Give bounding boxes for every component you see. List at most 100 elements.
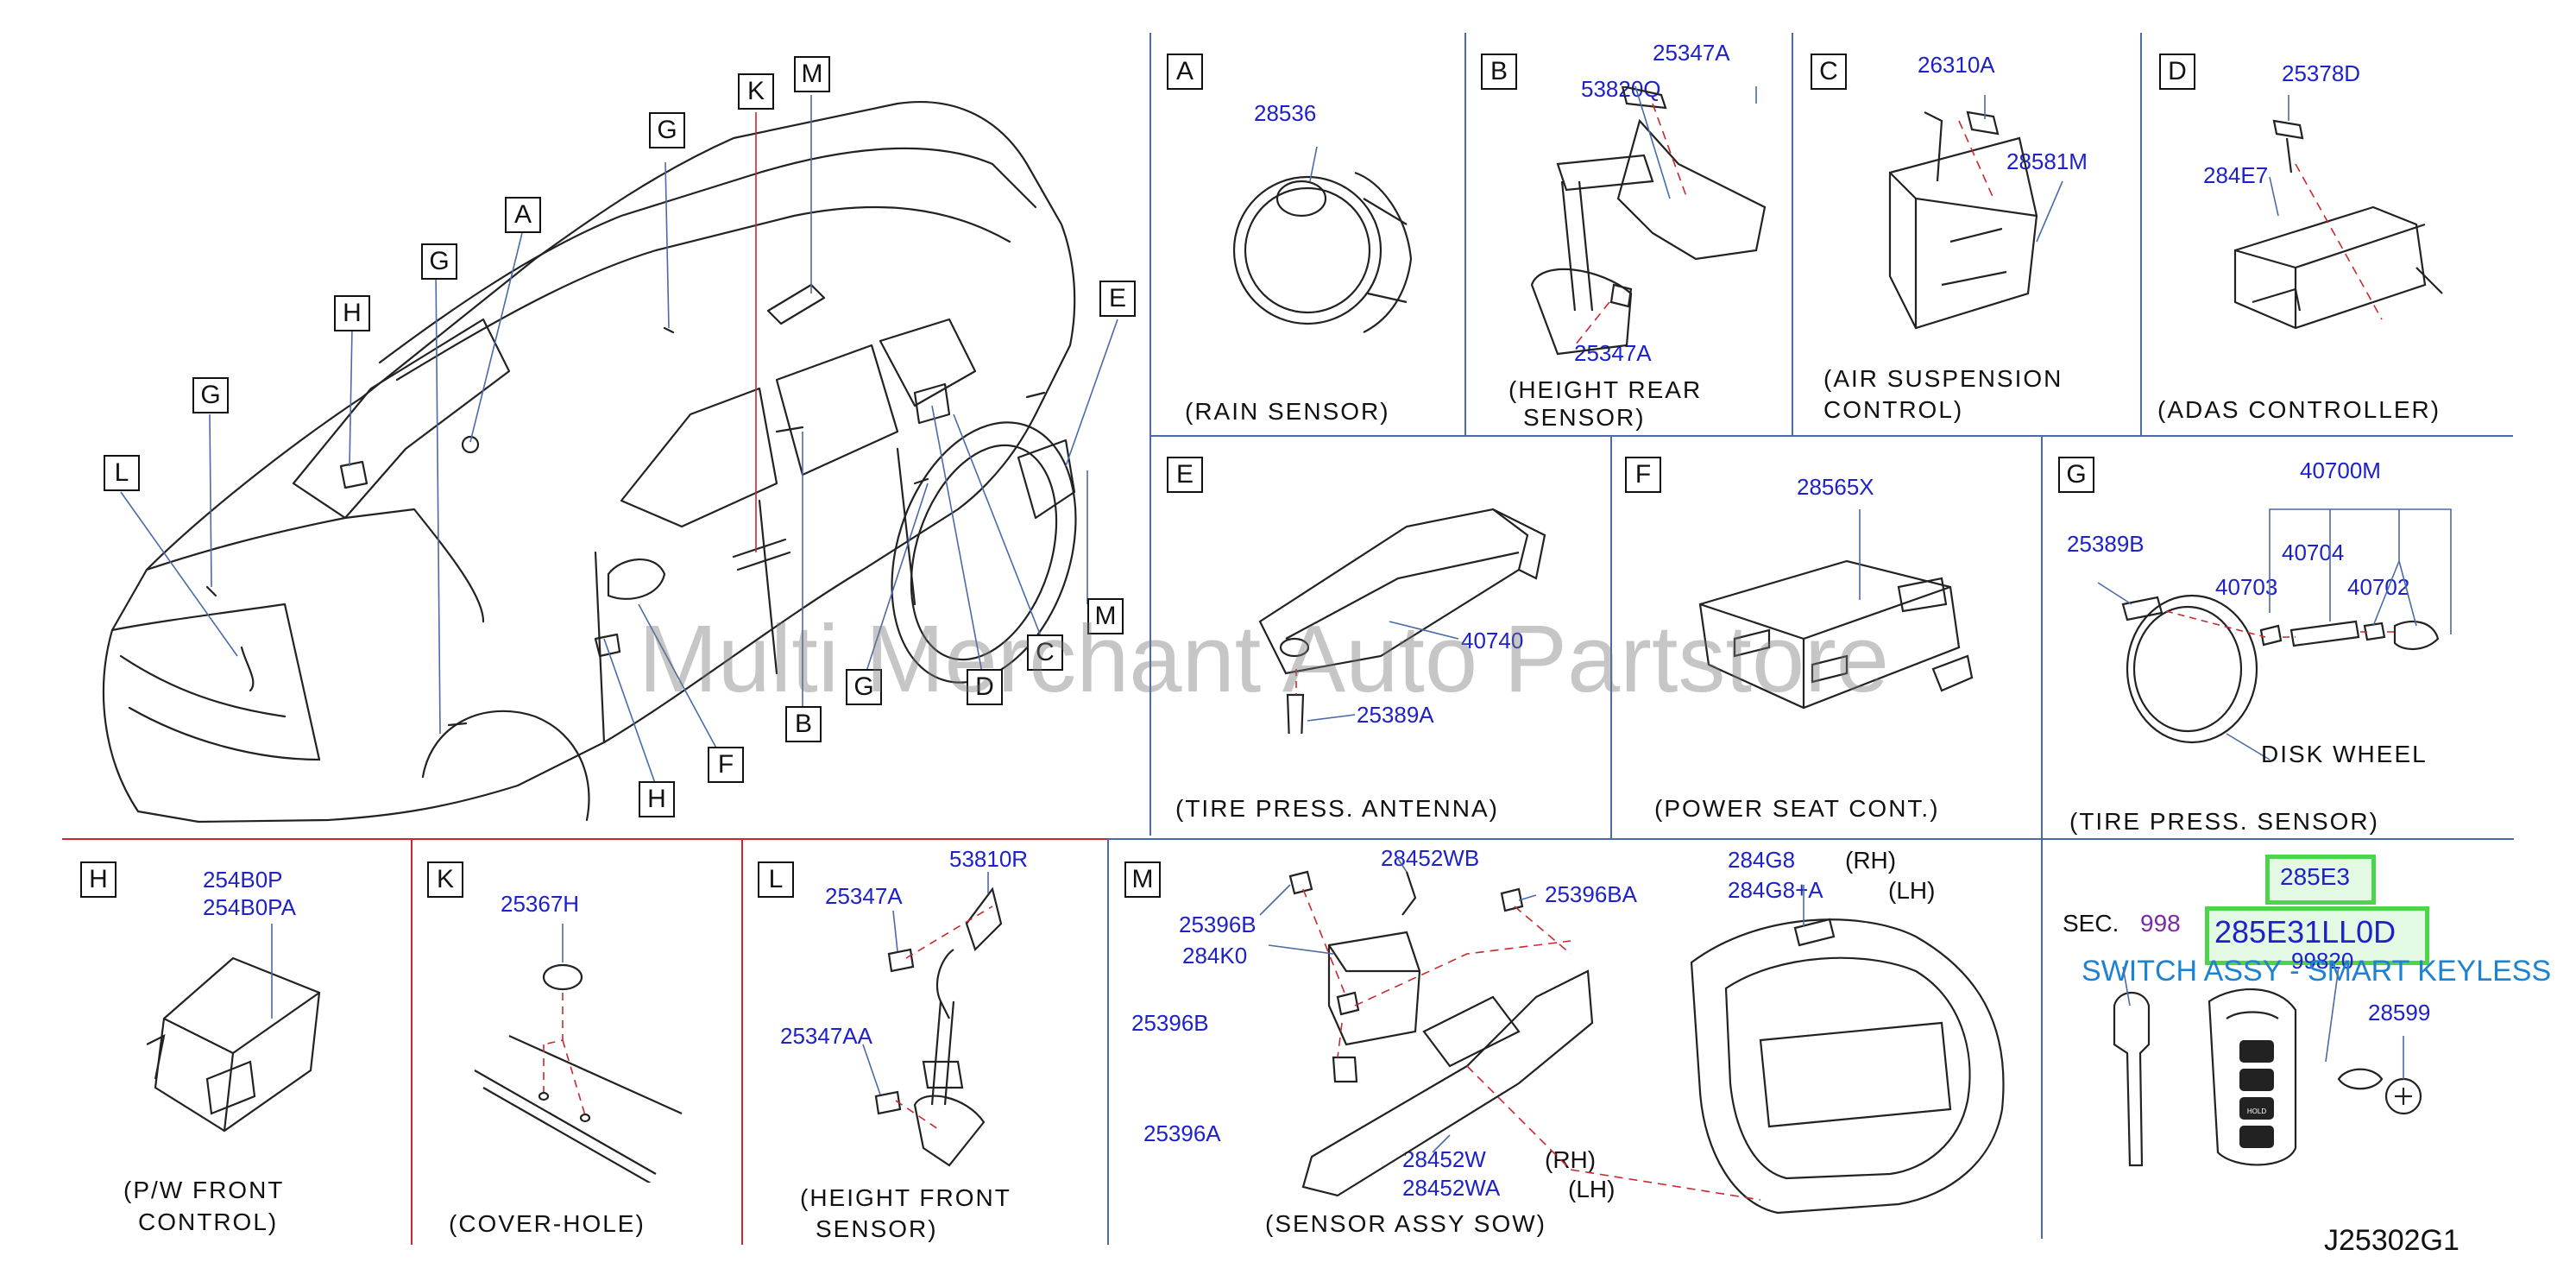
hold-button-label: HOLD: [2247, 1107, 2266, 1115]
part-number[interactable]: 254B0P: [203, 867, 283, 893]
panel-letter: E: [1167, 457, 1203, 493]
part-number[interactable]: 40700M: [2300, 458, 2381, 483]
part-number[interactable]: 285E3: [2280, 863, 2350, 890]
panel-letter: K: [427, 861, 463, 898]
part-tooltip: SWITCH ASSY - SMART KEYLESS: [2082, 955, 2552, 988]
part-number[interactable]: 25367H: [501, 891, 580, 917]
part-number[interactable]: 284E7: [2203, 162, 2269, 188]
diagram-code: J25302G1: [2324, 1224, 2459, 1257]
callout-label[interactable]: L: [104, 455, 140, 491]
tire-pressure-sensor-illustration: [2097, 508, 2452, 760]
part-number[interactable]: 254B0PA: [203, 894, 296, 920]
part-number[interactable]: 25396BA: [1545, 881, 1637, 907]
side-indicator: (LH): [1568, 1176, 1616, 1202]
part-number[interactable]: 28452WA: [1402, 1175, 1501, 1201]
panel-caption: (RAIN SENSOR): [1185, 398, 1390, 425]
part-number[interactable]: 25347A: [825, 883, 903, 909]
tire-pressure-antenna-illustration: [1258, 508, 1546, 734]
panel-caption: CONTROL): [138, 1208, 279, 1235]
panel-caption: SENSOR): [816, 1215, 938, 1242]
watermark: Multi Merchant Auto Partstore: [639, 606, 1889, 712]
panel-caption: CONTROL): [1823, 396, 1964, 423]
part-number[interactable]: 28581M: [2006, 148, 2088, 174]
part-number[interactable]: 25396B: [1131, 1010, 1209, 1036]
callout-label[interactable]: B: [785, 706, 822, 742]
panel-letter: D: [2159, 54, 2195, 90]
callout-label[interactable]: H: [639, 781, 675, 817]
part-number[interactable]: 25396A: [1143, 1120, 1221, 1146]
panel-caption: (HEIGHT REAR: [1508, 376, 1703, 403]
part-number[interactable]: 25389A: [1357, 702, 1434, 728]
part-number[interactable]: 284G8+A: [1728, 877, 1823, 903]
part-number[interactable]: 25347AA: [780, 1023, 872, 1049]
divider: [1610, 436, 1612, 838]
callout-label[interactable]: F: [708, 747, 744, 783]
pw-front-control-illustration: [147, 924, 321, 1133]
panel-caption: (POWER SEAT CONT.): [1654, 795, 1940, 822]
part-number[interactable]: 28452W: [1402, 1146, 1486, 1172]
panel-letter: G: [2058, 457, 2094, 493]
callout-label[interactable]: A: [505, 197, 541, 233]
callout-label[interactable]: G: [421, 243, 457, 280]
divider: [741, 839, 743, 1245]
callout-label[interactable]: H: [334, 295, 370, 331]
panel-letter: A: [1167, 54, 1203, 90]
panel-letter: M: [1124, 861, 1161, 898]
callout-label[interactable]: D: [967, 669, 1003, 705]
part-number[interactable]: 28452WB: [1381, 845, 1480, 871]
divider: [1107, 839, 1109, 1245]
callout-label[interactable]: M: [794, 56, 830, 92]
panel-letter: H: [80, 861, 117, 898]
section-number[interactable]: 998: [2140, 910, 2181, 937]
part-number[interactable]: 284K0: [1182, 943, 1248, 969]
section-label: SEC.: [2063, 910, 2119, 937]
panel-caption: (TIRE PRESS. SENSOR): [2069, 808, 2379, 835]
callout-label[interactable]: C: [1027, 634, 1063, 671]
height-front-sensor-illustration: [862, 872, 1003, 1167]
smart-key-illustration: HOLD: [2113, 966, 2422, 1167]
selected-part-number[interactable]: 285E31LL0D: [2214, 914, 2396, 950]
part-number[interactable]: 40704: [2282, 540, 2345, 565]
part-number[interactable]: 40740: [1461, 628, 1524, 653]
part-number[interactable]: 284G8: [1728, 847, 1796, 873]
part-number[interactable]: 53810R: [949, 846, 1029, 872]
part-number[interactable]: 25347A: [1653, 40, 1730, 66]
callout-label[interactable]: E: [1099, 281, 1136, 317]
height-rear-sensor-illustration: [1530, 86, 1767, 356]
panel-caption: (TIRE PRESS. ANTENNA): [1175, 795, 1499, 822]
callout-label[interactable]: G: [846, 669, 882, 705]
callout-label[interactable]: G: [649, 112, 685, 148]
side-indicator: (RH): [1845, 847, 1897, 874]
part-number[interactable]: 25389B: [2067, 531, 2145, 557]
part-number[interactable]: 99820: [2291, 948, 2354, 974]
part-number[interactable]: 26310A: [1918, 52, 1995, 78]
part-highlight-box: [2265, 855, 2376, 905]
part-number[interactable]: 25378D: [2282, 60, 2361, 86]
power-seat-control-illustration: [1698, 509, 1974, 710]
part-number[interactable]: 28565X: [1797, 474, 1874, 500]
divider: [1107, 838, 2514, 840]
callout-label[interactable]: G: [192, 377, 229, 413]
panel-letter: F: [1625, 457, 1661, 493]
sensor-assy-sow-illustration: [1259, 858, 2005, 1215]
panel-letter: B: [1481, 54, 1517, 90]
part-number[interactable]: 25347A: [1574, 340, 1652, 366]
callout-label[interactable]: M: [1087, 598, 1124, 634]
divider: [1464, 33, 1466, 435]
part-number[interactable]: 28599: [2368, 1000, 2431, 1025]
divider: [1149, 435, 2513, 437]
divider: [1149, 33, 1151, 836]
disk-wheel-label: DISK WHEEL: [2261, 741, 2428, 767]
part-number[interactable]: 28536: [1254, 100, 1317, 126]
cover-hole-illustration: [474, 924, 683, 1183]
part-number[interactable]: 40703: [2215, 574, 2278, 600]
air-suspension-control-illustration: [1888, 95, 2063, 330]
divider: [411, 839, 413, 1245]
part-number[interactable]: 25396B: [1179, 912, 1257, 937]
panel-caption: SENSOR): [1523, 404, 1646, 431]
panel-letter: L: [758, 861, 794, 898]
callout-label[interactable]: K: [738, 73, 774, 110]
part-number[interactable]: 40702: [2347, 574, 2410, 600]
part-number[interactable]: 53820Q: [1581, 76, 1661, 102]
